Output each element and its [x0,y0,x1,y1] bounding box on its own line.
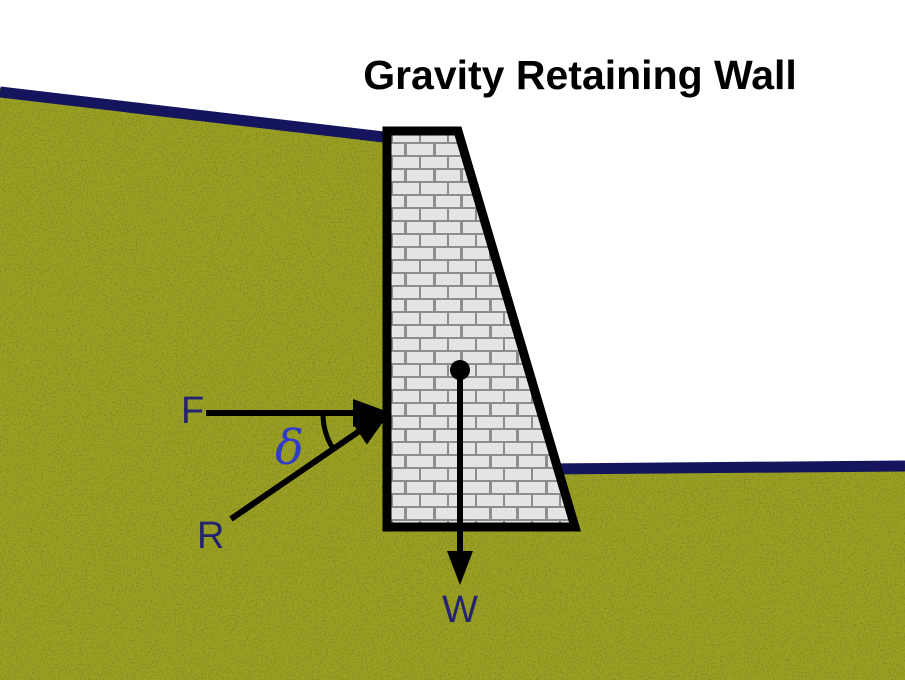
delta-angle-label: δ [275,420,304,476]
angle-arc [320,412,337,452]
backfill-surface-line [0,86,393,144]
wall-texture [387,131,575,527]
page-title: Gravity Retaining Wall [363,52,797,98]
force-r-arrow-shaft [229,427,363,522]
lowside-surface-line [544,460,905,475]
force-f-label: F [181,390,204,432]
weight-arrowhead [447,551,473,585]
force-f-arrowhead [353,399,391,427]
force-r-arrowhead [352,415,388,445]
centroid-dot [450,360,470,380]
force-r-label: R [197,515,224,557]
weight-w-label: W [442,589,478,631]
